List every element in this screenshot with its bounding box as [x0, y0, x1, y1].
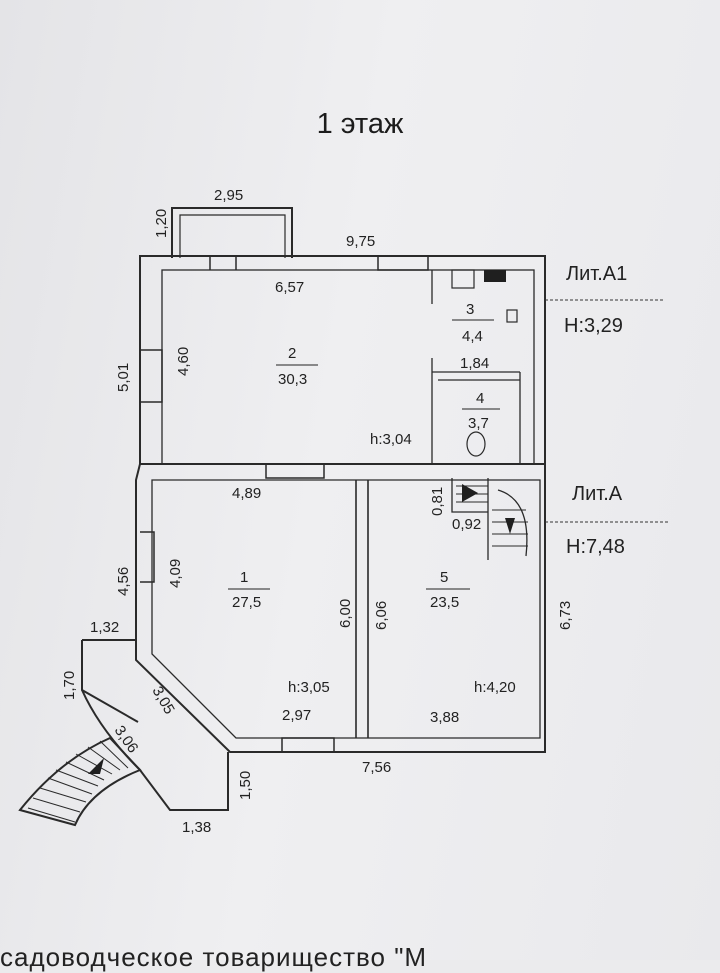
dim-annex-left-inner: 4,60	[175, 347, 192, 376]
floor-title: 1 этаж	[316, 108, 404, 140]
dim-porch-left-height: 1,70	[61, 671, 78, 700]
stair-arrows	[88, 484, 515, 774]
annex-height-label: Н:3,29	[564, 315, 623, 337]
dim-room1-right: 6,00	[337, 599, 354, 628]
room-5-area: 23,5	[430, 594, 459, 611]
left-porch	[18, 639, 229, 827]
dim-porch-depth: 1,20	[153, 209, 170, 238]
main-walls	[135, 349, 546, 753]
room-labels: 1 27,5 h:3,05 2 30,3 h:3,04 3 4,4 4 3,7 …	[228, 301, 516, 696]
dim-main-bottom: 7,56	[362, 759, 391, 776]
dim-annex-left-outer: 5,01	[115, 363, 132, 392]
lit-leaders	[545, 299, 668, 523]
room-1-number: 1	[240, 569, 248, 586]
dim-bay-diag: 3,05	[149, 684, 178, 718]
room-4-number: 4	[476, 390, 484, 407]
room-1-height: h:3,05	[288, 679, 330, 696]
room-5-number: 5	[440, 569, 448, 586]
dim-room5-bottom: 3,88	[430, 709, 459, 726]
room-4-area: 3,7	[468, 415, 489, 432]
dim-room4-width: 1,84	[460, 355, 489, 372]
room-2-height: h:3,04	[370, 431, 412, 448]
main-lit-label: Лит.А	[572, 483, 623, 505]
dim-room1-top: 4,89	[232, 485, 261, 502]
dim-stair-depth: 0,81	[429, 487, 446, 516]
dim-porch-bottom-width: 1,38	[182, 819, 211, 836]
kitchen-fixtures	[451, 269, 518, 457]
footer-text: садоводческое товарищество "М	[0, 942, 428, 972]
room-3-number: 3	[466, 301, 474, 318]
room-3-area: 4,4	[462, 328, 483, 345]
lit-labels: Лит.А1 Н:3,29 Лит.А Н:7,48	[564, 263, 627, 558]
top-porch	[171, 207, 293, 258]
dim-porch-bottom-height: 1,50	[237, 771, 254, 800]
dim-porch-top-width: 2,95	[214, 187, 243, 204]
room-5-height: h:4,20	[474, 679, 516, 696]
dim-room1-left-outer: 4,56	[115, 567, 132, 596]
annex-lit-label: Лит.А1	[566, 263, 627, 285]
stair-treads	[27, 485, 528, 823]
dim-annex-length: 9,75	[346, 233, 375, 250]
dim-stair-width: 0,92	[452, 516, 481, 533]
dim-stair-diag: 3,06	[111, 723, 142, 757]
dim-main-right: 6,73	[557, 601, 574, 630]
main-height-label: Н:7,48	[566, 536, 625, 558]
dim-room5-left: 6,06	[373, 601, 390, 630]
room-2-number: 2	[288, 345, 296, 362]
inner-stair	[451, 478, 528, 560]
dim-annex-inner-length: 6,57	[275, 279, 304, 296]
dimension-labels: 2,95 1,20 9,75 6,57 5,01 4,60 1,84 4,89 …	[61, 187, 574, 836]
dim-porch-left-width: 1,32	[90, 619, 119, 636]
room-1-area: 27,5	[232, 594, 261, 611]
room-2-area: 30,3	[278, 371, 307, 388]
dim-room1-bottom: 2,97	[282, 707, 311, 724]
dim-room1-left-inner: 4,09	[167, 559, 184, 588]
